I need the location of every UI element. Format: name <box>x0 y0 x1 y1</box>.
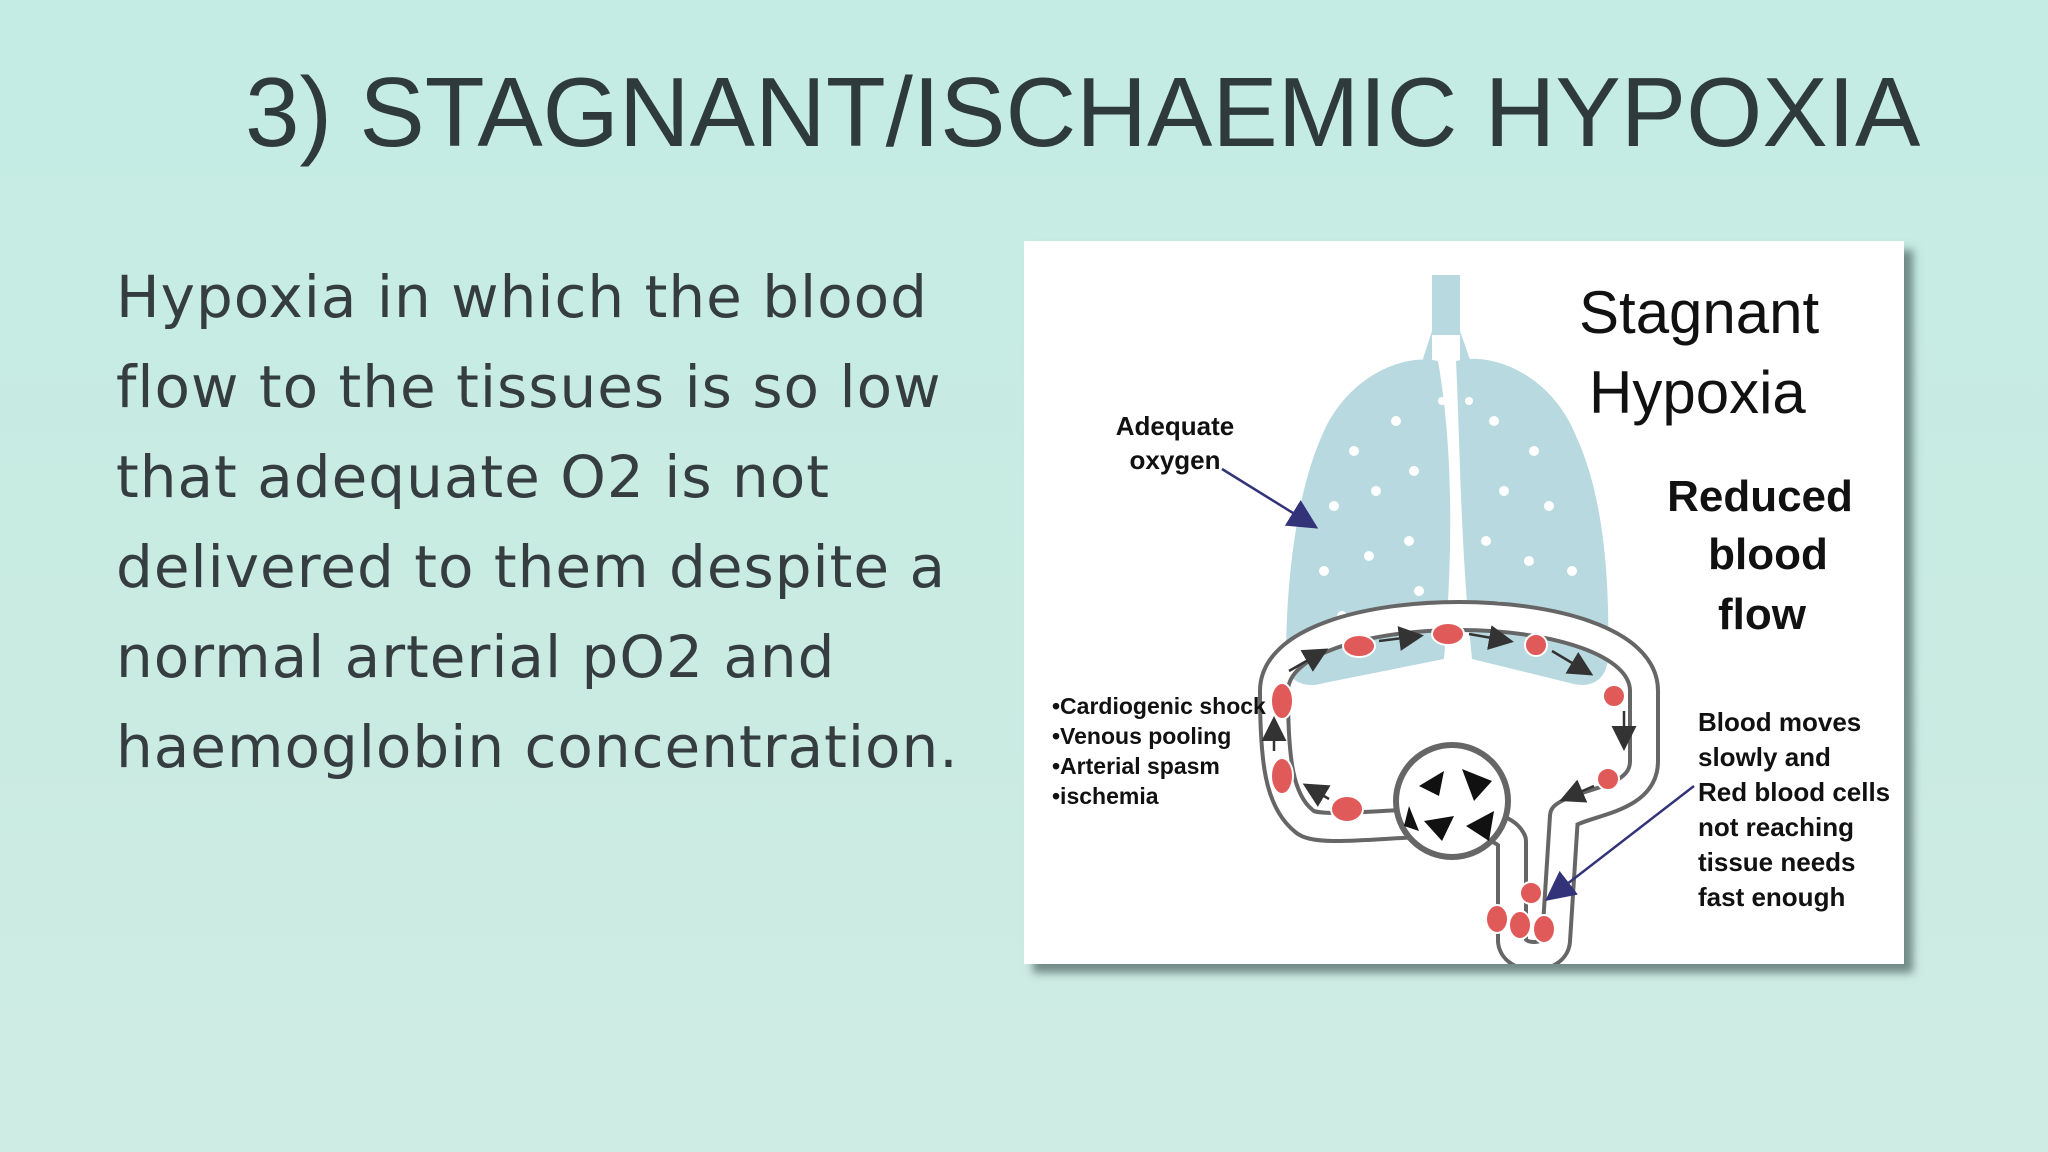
body-text: Hypoxia in which the blood flow to the t… <box>116 252 1016 792</box>
red-blood-cell <box>1330 795 1364 823</box>
figure-subtitle-line: Reduced <box>1667 472 1853 521</box>
lung-label-line: Adequate <box>1116 411 1234 441</box>
body-line: haemoglobin concentration. <box>116 713 959 781</box>
body-line: flow to the tissues is so low <box>116 353 942 421</box>
figure-subtitle-line: blood <box>1708 530 1828 579</box>
red-blood-cell <box>1431 622 1465 646</box>
note-line: fast enough <box>1698 882 1845 912</box>
figure-title-line: Stagnant <box>1579 279 1820 346</box>
red-blood-cell <box>1270 682 1294 720</box>
cause-item: •Venous pooling <box>1052 723 1231 749</box>
note-line: tissue needs <box>1698 847 1856 877</box>
red-blood-cell <box>1485 904 1509 934</box>
red-blood-cell <box>1508 910 1532 940</box>
red-blood-cells <box>1270 622 1626 944</box>
body-line: that adequate O2 is not <box>116 443 830 511</box>
red-blood-cell <box>1524 633 1548 657</box>
flow-arrows <box>1261 625 1637 807</box>
body-line: normal arterial pO2 and <box>116 623 836 691</box>
note-line: not reaching <box>1698 812 1854 842</box>
heart-illustration <box>1393 742 1511 860</box>
note-line: Blood moves <box>1698 707 1861 737</box>
circulation-loop <box>1258 600 1660 964</box>
figure-subtitle-line: flow <box>1718 590 1807 639</box>
stagnant-hypoxia-figure: Stagnant Hypoxia Reduced blood flow Adeq… <box>1024 241 1904 964</box>
red-blood-cell <box>1596 767 1620 791</box>
note-line: Red blood cells <box>1698 777 1890 807</box>
figure-drawing: Stagnant Hypoxia Reduced blood flow Adeq… <box>1052 275 1890 964</box>
red-blood-cell <box>1602 684 1626 708</box>
oxygen-arrow <box>1221 467 1319 529</box>
body-line: delivered to them despite a <box>116 533 947 601</box>
red-blood-cell <box>1342 634 1376 658</box>
red-blood-cell <box>1519 881 1543 905</box>
trachea <box>1432 275 1460 335</box>
cause-item: •Cardiogenic shock <box>1052 693 1266 719</box>
note-line: slowly and <box>1698 742 1831 772</box>
red-blood-cell <box>1532 914 1556 944</box>
figure-title-line: Hypoxia <box>1589 359 1806 426</box>
cause-item: •ischemia <box>1052 783 1159 809</box>
body-line: Hypoxia in which the blood <box>116 263 928 331</box>
note-arrow <box>1545 785 1695 902</box>
lung-label-line: oxygen <box>1129 445 1220 475</box>
cause-item: •Arterial spasm <box>1052 753 1220 779</box>
slide-title: 3) STAGNANT/ISCHAEMIC HYPOXIA <box>245 57 1921 167</box>
red-blood-cell <box>1270 757 1294 795</box>
